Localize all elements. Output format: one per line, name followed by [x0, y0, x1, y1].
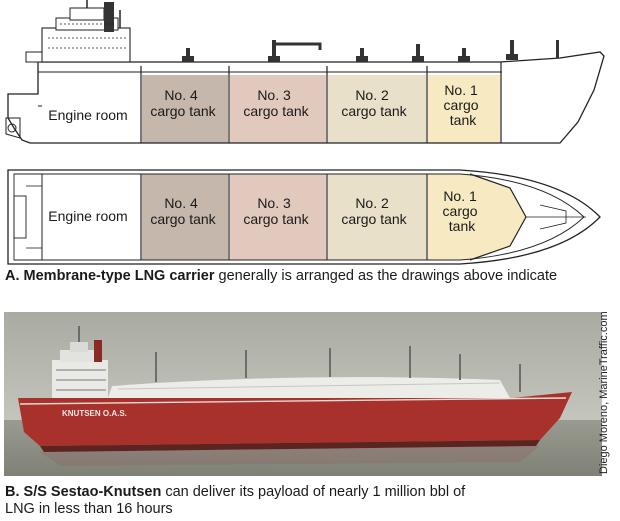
caption-a-text: generally is arranged as the drawings ab…: [214, 268, 558, 284]
top-view-drawing: [7, 169, 601, 265]
tank-domes: [182, 40, 559, 62]
top-tank-2: [328, 174, 426, 260]
side-label-tank1: No. 1 cargo tank: [444, 82, 483, 128]
ship-photo: KNUTSEN O.A.S.: [4, 312, 602, 476]
top-tank-3: [230, 174, 326, 260]
side-tank-1: [428, 75, 500, 143]
photo-superstructure: [52, 326, 108, 398]
caption-a: A. Membrane-type LNG carrier generally i…: [5, 268, 605, 285]
superstructure: [25, 0, 131, 63]
side-tank-2: [328, 75, 426, 143]
top-label-engine: Engine room: [48, 208, 127, 224]
caption-b: B. S/S Sestao-Knutsen can deliver its pa…: [5, 484, 475, 518]
top-label-tank1: No. 1 cargo tank: [443, 188, 482, 234]
side-tank-4: [142, 75, 228, 143]
caption-b-text: can deliver its payload of nearly 1 mill…: [5, 484, 466, 517]
top-engine-room: [42, 174, 140, 260]
photo-hull-name: KNUTSEN O.A.S.: [62, 409, 127, 418]
side-label-engine: Engine room: [48, 107, 127, 123]
side-label-tank4: No. 4 cargo tank: [150, 87, 216, 119]
caption-b-title: B. S/S Sestao-Knutsen: [5, 484, 162, 500]
top-tank-1: [428, 174, 526, 260]
side-view-labels: Engine room No. 4 cargo tank No. 3 cargo…: [48, 82, 483, 128]
photo-credit: Diego Moreno, MarineTraffic.com: [598, 311, 610, 474]
top-label-tank3: No. 3 cargo tank: [243, 195, 309, 227]
side-label-tank3: No. 3 cargo tank: [243, 87, 309, 119]
top-label-tank4: No. 4 cargo tank: [150, 195, 216, 227]
side-label-tank2: No. 2 cargo tank: [341, 87, 407, 119]
side-engine-room: [42, 75, 140, 143]
photo-tank-covers: [108, 377, 510, 398]
top-label-tank2: No. 2 cargo tank: [341, 195, 407, 227]
caption-a-title: A. Membrane-type LNG carrier: [5, 268, 215, 284]
side-view-drawing: [5, 0, 605, 144]
top-view-labels: Engine room No. 4 cargo tank No. 3 cargo…: [48, 188, 482, 234]
top-hull-outline: [7, 169, 601, 265]
top-tank-4: [142, 174, 228, 260]
photo-hull: [18, 392, 572, 446]
side-tank-3: [230, 75, 326, 143]
